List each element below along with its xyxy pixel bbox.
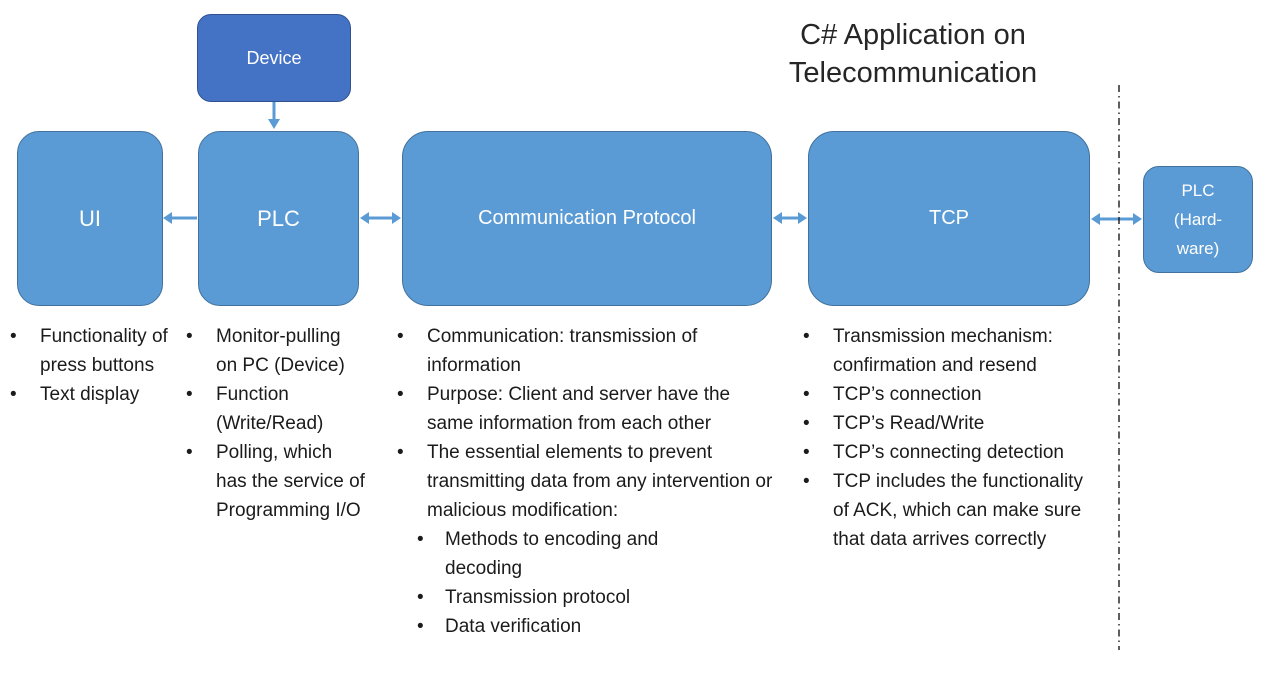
communication-protocol-notes-list: Communication: transmission of informati… (397, 322, 789, 641)
plc-box-label: PLC (257, 205, 300, 231)
arrowhead-left-icon (360, 212, 369, 224)
tcp-box: TCP (808, 131, 1090, 306)
page-title-line-1: C# Application on (800, 19, 1026, 51)
page-title: C# Application on Telecommunication (663, 16, 1163, 92)
list-item: Transmission mechanism: confirmation and… (803, 322, 1095, 380)
arrow-plc-comm-bidirectional (360, 212, 401, 224)
page-title-line-2: Telecommunication (788, 57, 1038, 89)
tcp-box-label: TCP (929, 207, 969, 229)
arrowhead-right-icon (1133, 213, 1142, 225)
list-item: TCP’s connection (803, 380, 1095, 409)
arrow-comm-tcp-bidirectional (773, 212, 807, 224)
ui-box-label: UI (79, 205, 101, 231)
list-item: Polling, which has the service of Progra… (186, 438, 366, 525)
arrowhead-left-icon (163, 212, 172, 224)
device-box: Device (197, 14, 351, 102)
arrow-device-to-plc (268, 101, 280, 129)
communication-protocol-box: Communication Protocol (402, 131, 772, 306)
list-item: Purpose: Client and server have the same… (397, 380, 779, 438)
device-box-label: Device (246, 47, 302, 68)
arrowhead-left-icon (773, 212, 782, 224)
list-item: Function (Write/Read) (186, 380, 366, 438)
arrowhead-right-icon (392, 212, 401, 224)
arrow-tcp-hw-bidirectional (1091, 213, 1142, 225)
ui-notes-list: Functionality of press buttons Text disp… (10, 322, 170, 409)
list-item: Transmission protocol (417, 583, 697, 612)
plc-hardware-box-label: PLC (Hard- ware) (1173, 181, 1223, 258)
communication-protocol-box-label: Communication Protocol (478, 207, 696, 229)
plc-hardware-box: PLC (Hard- ware) (1143, 166, 1253, 273)
list-item: Text display (10, 380, 170, 409)
list-item: Data verification (417, 612, 697, 641)
list-item: Functionality of press buttons (10, 322, 170, 380)
arrowhead-down-icon (268, 119, 280, 129)
communication-protocol-sub-list: Methods to encoding and decoding Transmi… (417, 525, 789, 641)
tcp-notes-list: Transmission mechanism: confirmation and… (803, 322, 1103, 554)
list-item: TCP’s Read/Write (803, 409, 1095, 438)
ui-box: UI (17, 131, 163, 306)
arrowhead-left-icon (1091, 213, 1100, 225)
arrow-plc-to-ui (163, 212, 197, 224)
list-item: Communication: transmission of informati… (397, 322, 779, 380)
arrowhead-right-icon (798, 212, 807, 224)
plc-box: PLC (198, 131, 359, 306)
list-item: TCP’s connecting detection (803, 438, 1095, 467)
plc-notes-list: Monitor-pulling on PC (Device) Function … (186, 322, 376, 525)
list-item: The essential elements to prevent transm… (397, 438, 779, 525)
list-item: TCP includes the functionality of ACK, w… (803, 467, 1095, 554)
list-item: Monitor-pulling on PC (Device) (186, 322, 366, 380)
list-item: Methods to encoding and decoding (417, 525, 697, 583)
